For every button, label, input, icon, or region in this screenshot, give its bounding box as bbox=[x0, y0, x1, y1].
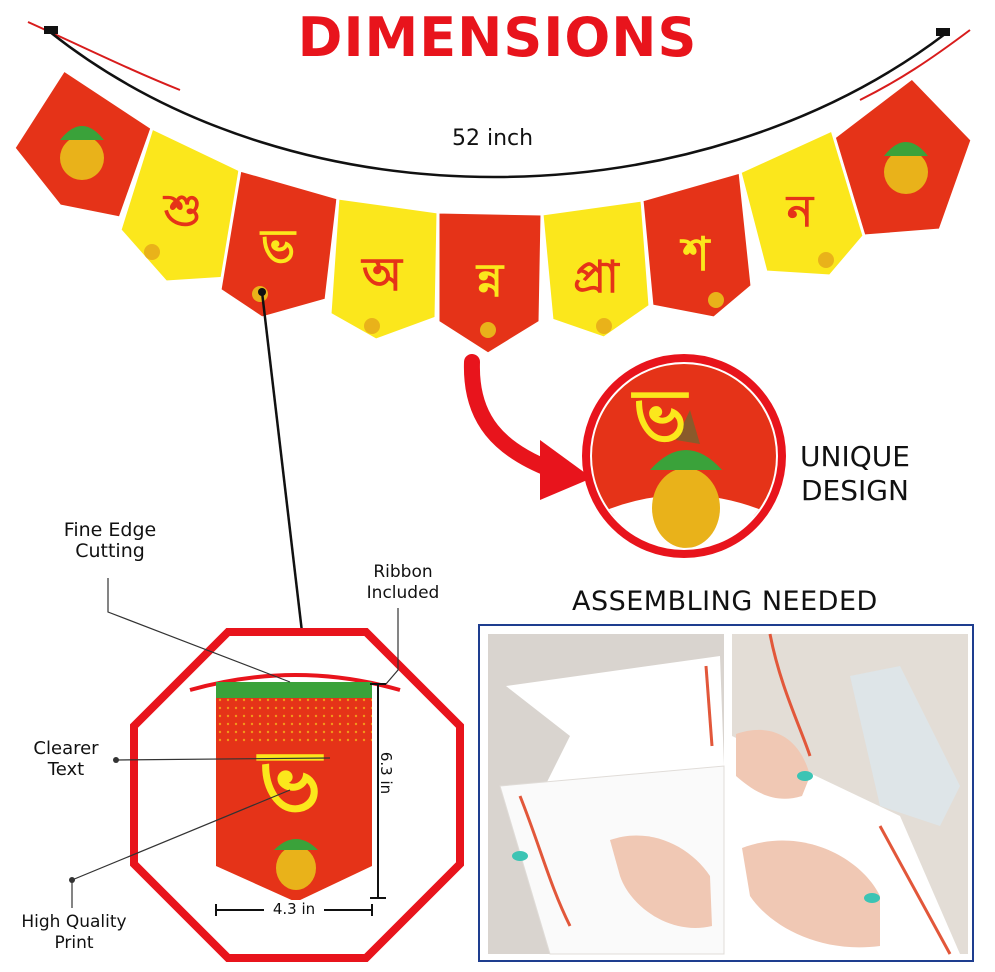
banner-width-label: 52 inch bbox=[452, 126, 534, 151]
flag-letter-3: অ bbox=[360, 247, 404, 301]
flag-letter-5: প্রা bbox=[573, 252, 621, 303]
flag-width-label: 4.3 in bbox=[264, 900, 324, 918]
flag-end-right bbox=[826, 75, 974, 238]
clearer-text-leader bbox=[115, 757, 331, 761]
flag-2: ভ bbox=[218, 168, 340, 320]
assembling-needed-label: ASSEMBLING NEEDED bbox=[572, 586, 878, 617]
fine-edge-leader bbox=[107, 578, 291, 683]
closeup-letter: ভ bbox=[256, 732, 324, 830]
ribbon-leader bbox=[385, 608, 399, 685]
unique-design-label: UNIQUE DESIGN bbox=[800, 440, 910, 507]
flag-4: ন্ন bbox=[436, 210, 544, 356]
flag-height-label: 6.3 in bbox=[377, 751, 395, 795]
fine-edge-callout: Fine Edge Cutting bbox=[63, 519, 157, 562]
flag-letter-6: শ bbox=[679, 227, 711, 281]
unique-design-badge: ভ bbox=[582, 354, 786, 558]
flag-letter-1: শু bbox=[162, 185, 202, 236]
clearer-text-callout: Clearer Text bbox=[33, 738, 99, 780]
flag-1: শু bbox=[118, 125, 242, 284]
flag-7: ন bbox=[738, 127, 866, 278]
width-arc-cap-right bbox=[936, 28, 950, 36]
ribbon-callout: Ribbon Included bbox=[366, 562, 440, 603]
assembly-photos bbox=[488, 633, 968, 955]
ribbon-string-right bbox=[859, 29, 971, 101]
flag-letter-7: ন bbox=[785, 186, 815, 237]
flag-letter-2: ভ bbox=[259, 219, 297, 273]
flag-3: অ bbox=[328, 196, 440, 342]
curved-arrow-icon bbox=[463, 354, 592, 500]
zoom-letter: ভ bbox=[630, 373, 689, 457]
page-title: DIMENSIONS bbox=[297, 6, 698, 69]
high-quality-callout: High Quality Print bbox=[21, 912, 127, 953]
assembly-photo-panel bbox=[478, 624, 974, 962]
width-arc-cap-left bbox=[44, 26, 58, 34]
width-measure-arc bbox=[49, 31, 946, 179]
flag-letter-4: ন্ন bbox=[475, 253, 505, 307]
zoom-connector-line bbox=[260, 291, 304, 633]
flag-end-left bbox=[12, 67, 154, 220]
flag-5: প্রা bbox=[540, 198, 652, 340]
flag-6: শ bbox=[640, 170, 754, 320]
